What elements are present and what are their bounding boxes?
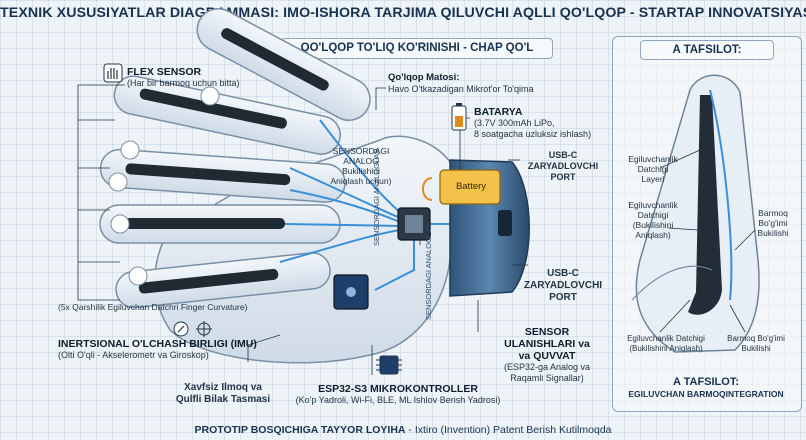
analog-line1: SENSORDAGI [332,146,390,156]
detail-label-4: Egiluvchanlik Datchigi (Bukilishini Aniq… [618,334,714,354]
hand-icon [103,63,123,83]
curvature-label: (5x Qarshilik Egiluvchan Datchri Finger … [58,302,248,312]
leader-lines [77,84,528,375]
sensor-conn-line1: SENSOR [524,326,570,338]
wrist-strap-label: Xavfsiz Ilmoq va Qulfli Bilak Tasmasi [168,382,278,406]
material-title: Qo'lqop Matosi: [388,72,460,83]
analog-label: SENSORDAGI ANALOG Bukilishini Aniqlash u… [326,146,396,186]
battery-title: BATARYA [474,106,523,118]
vertical-analog-label-2: SENSORDAGI ANALOGLAR [424,222,433,320]
imu-chip [333,274,369,310]
battery-label: BATARYA (3.7V 300mAh LiPo, 8 soatgacha u… [474,106,614,140]
usbc-mid-line3: PORT [549,292,577,303]
sensor-conn-line4: (ESP32-ga Analog va [503,362,591,372]
battery-icon [451,103,467,131]
wrist-line1: Xavfsiz Ilmoq va [184,382,262,393]
wiring [279,119,500,291]
sensor-conn-line3: va QUVVAT [518,350,576,362]
usbc-top-line2: PORT [550,172,576,182]
esp32-label: ESP32-S3 MIKROKONTROLLER (Ko'p Yadroli, … [282,383,514,406]
detail-label-2: Egiluvchanlik Datchigi (Bukilishini Aniq… [618,200,688,240]
analog-line3: Bukilishini [342,166,380,176]
d1-line2: Datchigi [637,164,669,174]
material-sub: Havo O'tkazadigan Mikrot'or To'qima [388,84,534,94]
analog-line2: ANALOG [343,156,379,166]
chip-icon [376,355,402,375]
usbc-top-line1: USB-C ZARYADLOVCHI [527,150,599,171]
battery-text: Battery [455,181,487,192]
esp32-sub: (Ko'p Yadroli, Wi-Fi, BLE, ML Ishlov Ber… [295,395,501,405]
sensor-conn-line5: Raqamli Signallar) [510,373,584,383]
d2-line2: Datchigi [637,210,669,220]
d1-line1: Egiluvchanlik [628,154,678,164]
flex-sensor-sub: (Har bir barmoq uchun bitta) [127,78,240,88]
d3-line1: Barmoq [758,208,788,218]
d2-line4: Aniqlash) [635,230,671,240]
detail-label-3: Barmoq Bo'g'imi Bukilishi [748,208,798,238]
d4-line1: Egiluvchanlik Datchigi [627,334,705,343]
detail-caption-1: A TAFSILOT: [673,376,739,388]
battery-sub-1: (3.7V 300mAh LiPo, [474,118,555,128]
d5-line1: Barmoq Bo'g'imi [727,334,785,343]
flex-sensor-title: FLEX SENSOR [127,66,202,78]
esp32-title: ESP32-S3 MIKROKONTROLLER [318,383,478,395]
d3-line3: Bukilishi [757,228,789,238]
battery-sub-2: 8 soatgacha uzluksiz ishlash) [474,129,592,139]
detail-caption-2: EGILUVCHAN BARMOQINTEGRATION [628,389,784,399]
usbc-top-label: USB-C ZARYADLOVCHI PORT [520,150,606,183]
d3-line2: Bo'g'imi [758,218,788,228]
detail-label-5: Barmoq Bo'g'imi Bukilishi [714,334,798,354]
imu-sub: (Olti O'qli - Akselerometr va Giroskop) [58,350,209,360]
detail-caption: A TAFSILOT: EGILUVCHAN BARMOQINTEGRATION [616,376,796,400]
footer-rest: - Ixtiro (Invention) Patent Berish Kutil… [405,424,612,436]
battery-pack [422,169,501,205]
fingertip-pads [108,86,220,286]
footer: PROTOTIP BOSQICHIGA TAYYOR LOYIHA - Ixti… [0,420,806,440]
footer-bold: PROTOTIP BOSQICHIGA TAYYOR LOYIHA [194,424,406,436]
imu-title: INERTSIONAL O'LCHASH BIRLIGI (IMU) [58,338,257,350]
usbc-mid-line2: ZARYADLOVCHI [523,280,603,291]
detail-banner: A TAFSILOT: [640,40,774,60]
sensor-connections-label: SENSOR ULANISHLARI va va QUVVAT (ESP32-g… [488,326,606,384]
usbc-mid-line1: USB-C [547,268,579,279]
flex-sensor-label: FLEX SENSOR (Har bir barmoq uchun bitta) [127,66,267,89]
flex-sensors [125,28,329,294]
detail-label-1: Egiluvchanlik Datchigi Layeri [618,154,688,184]
d2-line3: (Bukilishini [632,220,674,230]
vertical-analog-label: SENSORDAGI ANALOGLAR [372,148,381,246]
d5-line2: Bukilishi [741,344,771,353]
usbc-mid-label: USB-C ZARYADLOVCHI PORT [520,268,606,304]
d4-line2: (Bukilishini Aniqlash) [629,344,703,353]
d1-line3: Layeri [641,174,665,184]
detail-leaders [659,149,756,333]
sensor-conn-line2: ULANISHLARI va [504,338,590,350]
main-view-banner: QO'LQOP TO'LIQ KO'RINISHI - CHAP QO'L [281,38,553,59]
detail-finger-section [631,74,760,353]
compass-icon [173,321,212,337]
material-label: Qo'lqop Matosi: Havo O'tkazadigan Mikrot… [388,72,568,95]
analog-line4: Aniqlash uchun) [330,176,392,186]
d2-line1: Egiluvchanlik [628,200,678,210]
mcu-chip [397,207,431,241]
imu-label: INERTSIONAL O'LCHASH BIRLIGI (IMU) (Olti… [58,338,298,361]
wrist-line2: Qulfli Bilak Tasmasi [175,394,271,405]
